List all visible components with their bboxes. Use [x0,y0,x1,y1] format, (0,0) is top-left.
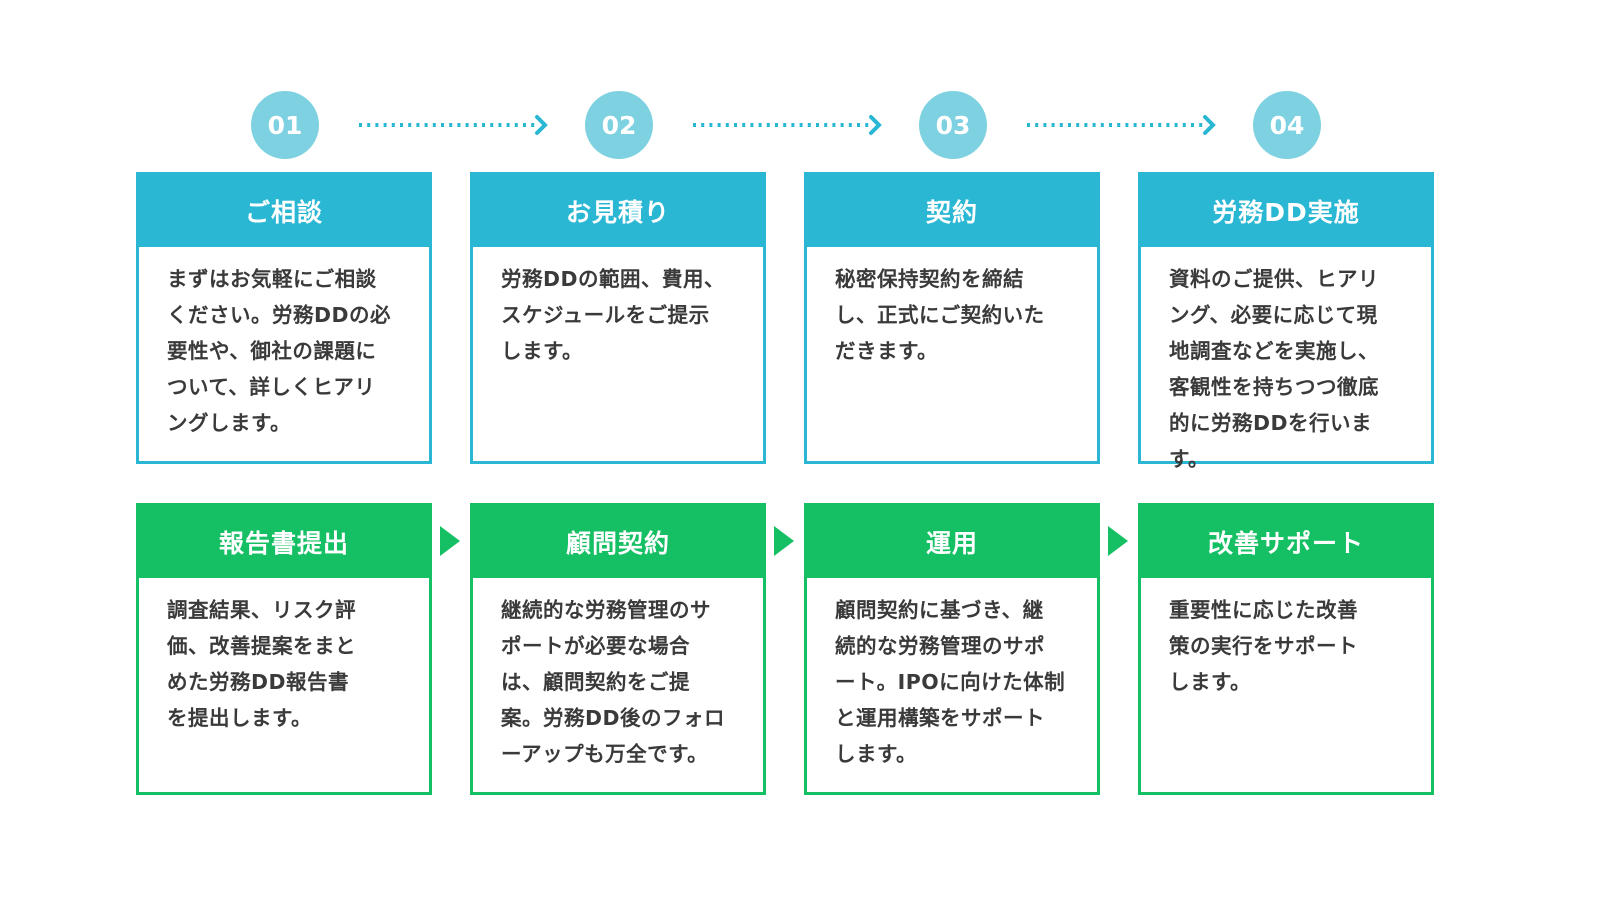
card-description: 重要性に応じた改善 策の実行をサポート します。 [1169,598,1358,694]
triangle-arrow-icon [440,526,460,556]
step-card-dd-execution: 労務DD実施 資料のご提供、ヒアリ ング、必要に応じて現 地調査などを実施し、 … [1138,172,1434,471]
card-title: ご相談 [139,175,429,247]
dotted-arrow-icon [359,115,548,135]
card-description: 継続的な労務管理のサ ポートが必要な場合 は、顧問契約をご提 案。労務DD後のフ… [501,598,726,766]
card-title: 運用 [807,506,1097,578]
step-card-estimate: お見積り 労務DDの範囲、費用、 スケジュールをご提示 します。 [470,172,766,464]
card-description: まずはお気軽にご相談 ください。労務DDの必 要性や、御社の課題に ついて、詳し… [167,267,392,435]
step-card-report: 報告書提出 調査結果、リスク評 価、改善提案をまと めた労務DD報告書 を提出し… [136,503,432,795]
card-title: 契約 [807,175,1097,247]
card-title: 改善サポート [1141,506,1431,578]
triangle-arrow-icon [1108,526,1128,556]
card-title: お見積り [473,175,763,247]
card-title: 報告書提出 [139,506,429,578]
card-description: 資料のご提供、ヒアリ ング、必要に応じて現 地調査などを実施し、 客観性を持ちつ… [1169,267,1379,471]
triangle-arrow-icon [774,526,794,556]
dotted-arrow-icon [1027,115,1216,135]
card-description: 労務DDの範囲、費用、 スケジュールをご提示 します。 [501,267,726,363]
step-card-consultation: ご相談 まずはお気軽にご相談 ください。労務DDの必 要性や、御社の課題に つい… [136,172,432,464]
step-number-3: 03 [919,91,987,159]
card-description: 秘密保持契約を締結 し、正式にご契約いた だきます。 [835,267,1045,363]
card-title: 労務DD実施 [1141,175,1431,247]
card-description: 顧問契約に基づき、継 続的な労務管理のサポ ート。IPOに向けた体制 と運用構築… [835,598,1066,766]
step-card-operation: 運用 顧問契約に基づき、継 続的な労務管理のサポ ート。IPOに向けた体制 と運… [804,503,1100,795]
card-description: 調査結果、リスク評 価、改善提案をまと めた労務DD報告書 を提出します。 [167,598,356,730]
step-card-contract: 契約 秘密保持契約を締結 し、正式にご契約いた だきます。 [804,172,1100,464]
step-number-1: 01 [251,91,319,159]
dotted-arrow-icon [693,115,882,135]
step-number-2: 02 [585,91,653,159]
step-card-improvement-support: 改善サポート 重要性に応じた改善 策の実行をサポート します。 [1138,503,1434,795]
step-number-4: 04 [1253,91,1321,159]
step-card-advisory-contract: 顧問契約 継続的な労務管理のサ ポートが必要な場合 は、顧問契約をご提 案。労務… [470,503,766,795]
card-title: 顧問契約 [473,506,763,578]
